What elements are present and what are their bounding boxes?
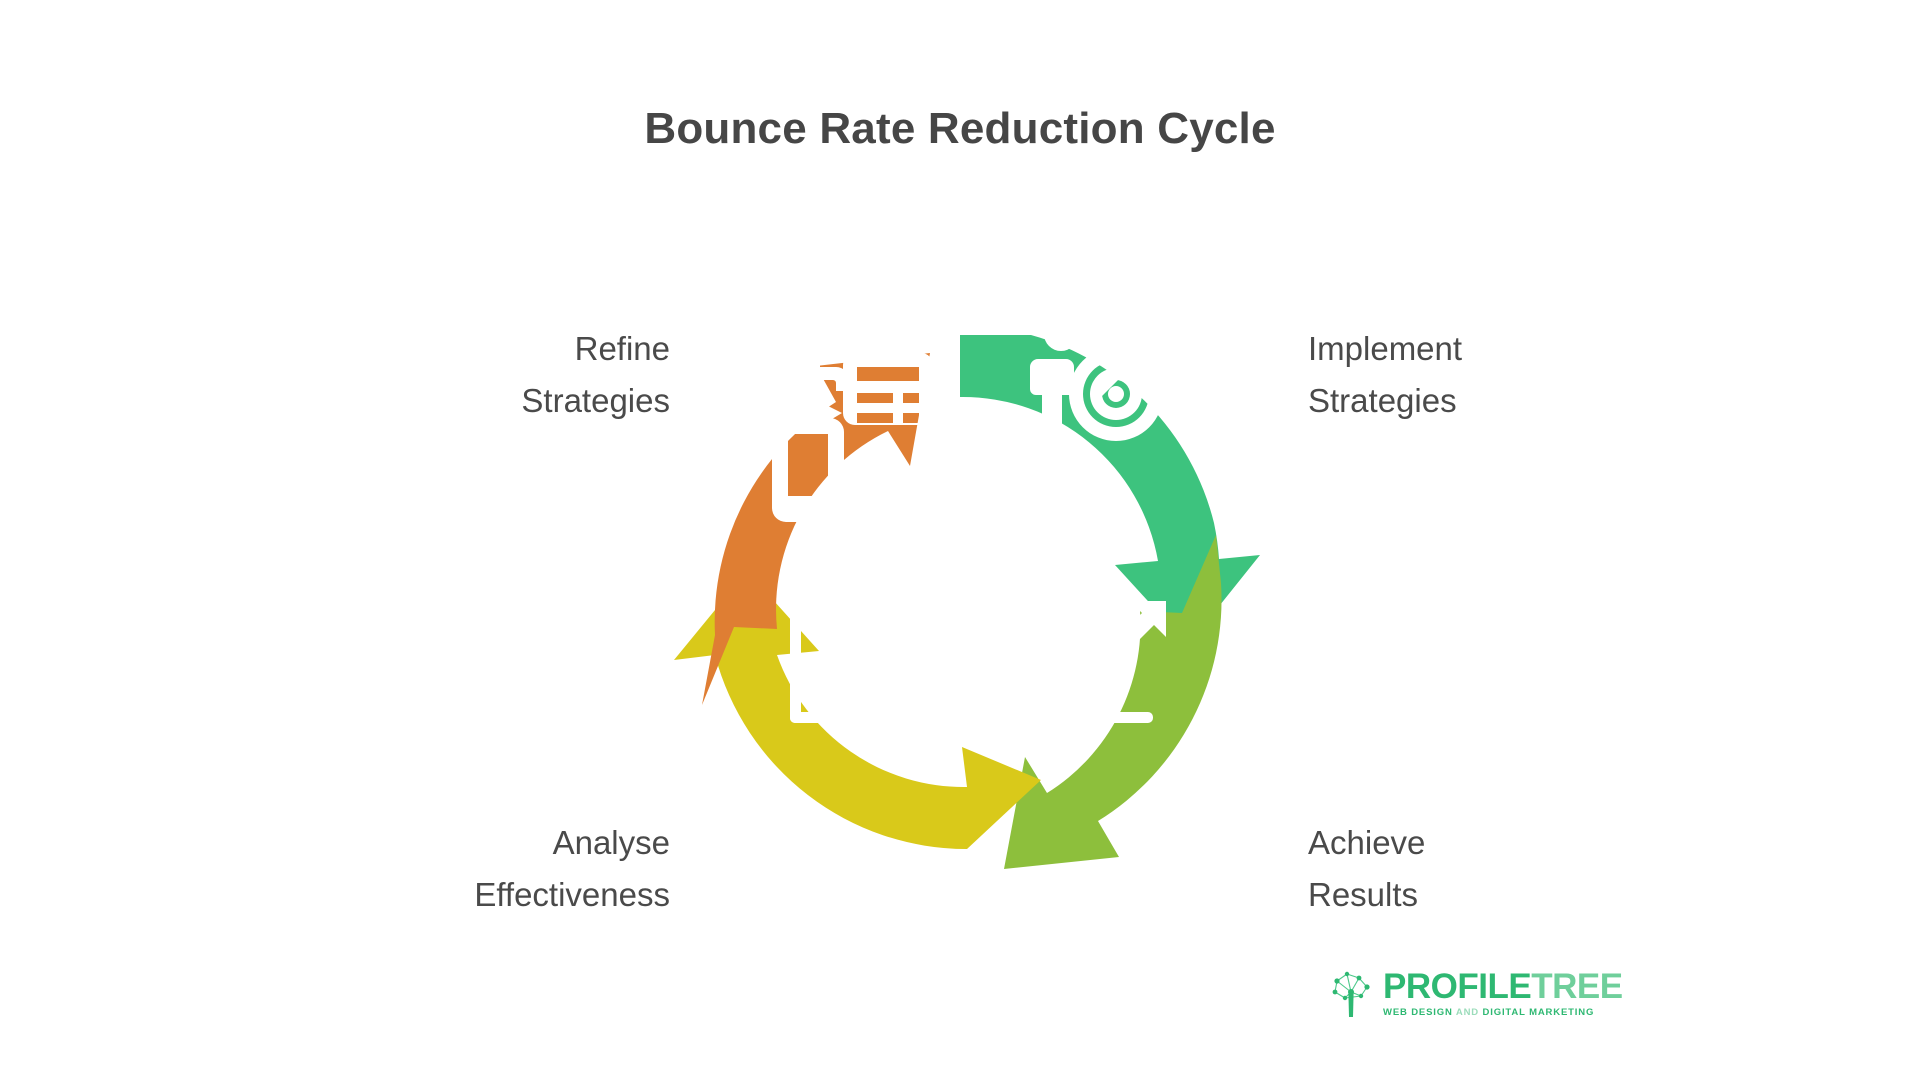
segment-refine[interactable] — [702, 353, 933, 705]
segment-implement-arrow — [960, 335, 1260, 645]
segment-analyse[interactable] — [674, 571, 1041, 850]
logo-wordmark: PROFILETREE — [1383, 966, 1623, 1006]
segment-achieve[interactable] — [1004, 535, 1222, 869]
segment-label-refine: Refine Strategies — [521, 330, 670, 419]
segment-label-implement: Implement Strategies — [1308, 330, 1463, 419]
logo-tagline: WEB DESIGN AND DIGITAL MARKETING — [1383, 1007, 1623, 1019]
segment-refine-arrow — [702, 353, 930, 705]
profiletree-logo[interactable]: PROFILETREE WEB DESIGN AND DIGITAL MARKE… — [1323, 962, 1623, 1024]
page-title: Bounce Rate Reduction Cycle — [644, 104, 1276, 153]
eye-growth-chart-icon — [1023, 595, 1166, 723]
segment-implement[interactable] — [960, 317, 1260, 645]
logo-tagline-and: AND — [1455, 1006, 1480, 1018]
logo-word-secondary: TREE — [1531, 966, 1623, 1006]
cycle-diagram — [610, 235, 1310, 955]
logo-tagline-part1: WEB DESIGN — [1383, 1006, 1456, 1018]
logo-tagline-part2: DIGITAL MARKETING — [1479, 1006, 1595, 1018]
person-with-target-icon — [1030, 317, 1184, 447]
segment-analyse-arrow — [674, 571, 1041, 850]
logo-text-block: PROFILETREE WEB DESIGN AND DIGITAL MARKE… — [1383, 966, 1623, 1019]
segment-label-achieve: Achieve Results — [1308, 824, 1426, 913]
segment-label-analyse: Analyse Effectiveness — [474, 824, 670, 913]
analytics-chart-plus-icon — [790, 595, 928, 723]
mobile-table-sync-icon — [772, 353, 933, 522]
network-tree-icon — [1332, 971, 1370, 1017]
segment-achieve-arrow — [1004, 535, 1222, 869]
logo-word-primary: PROFILE — [1383, 966, 1532, 1006]
